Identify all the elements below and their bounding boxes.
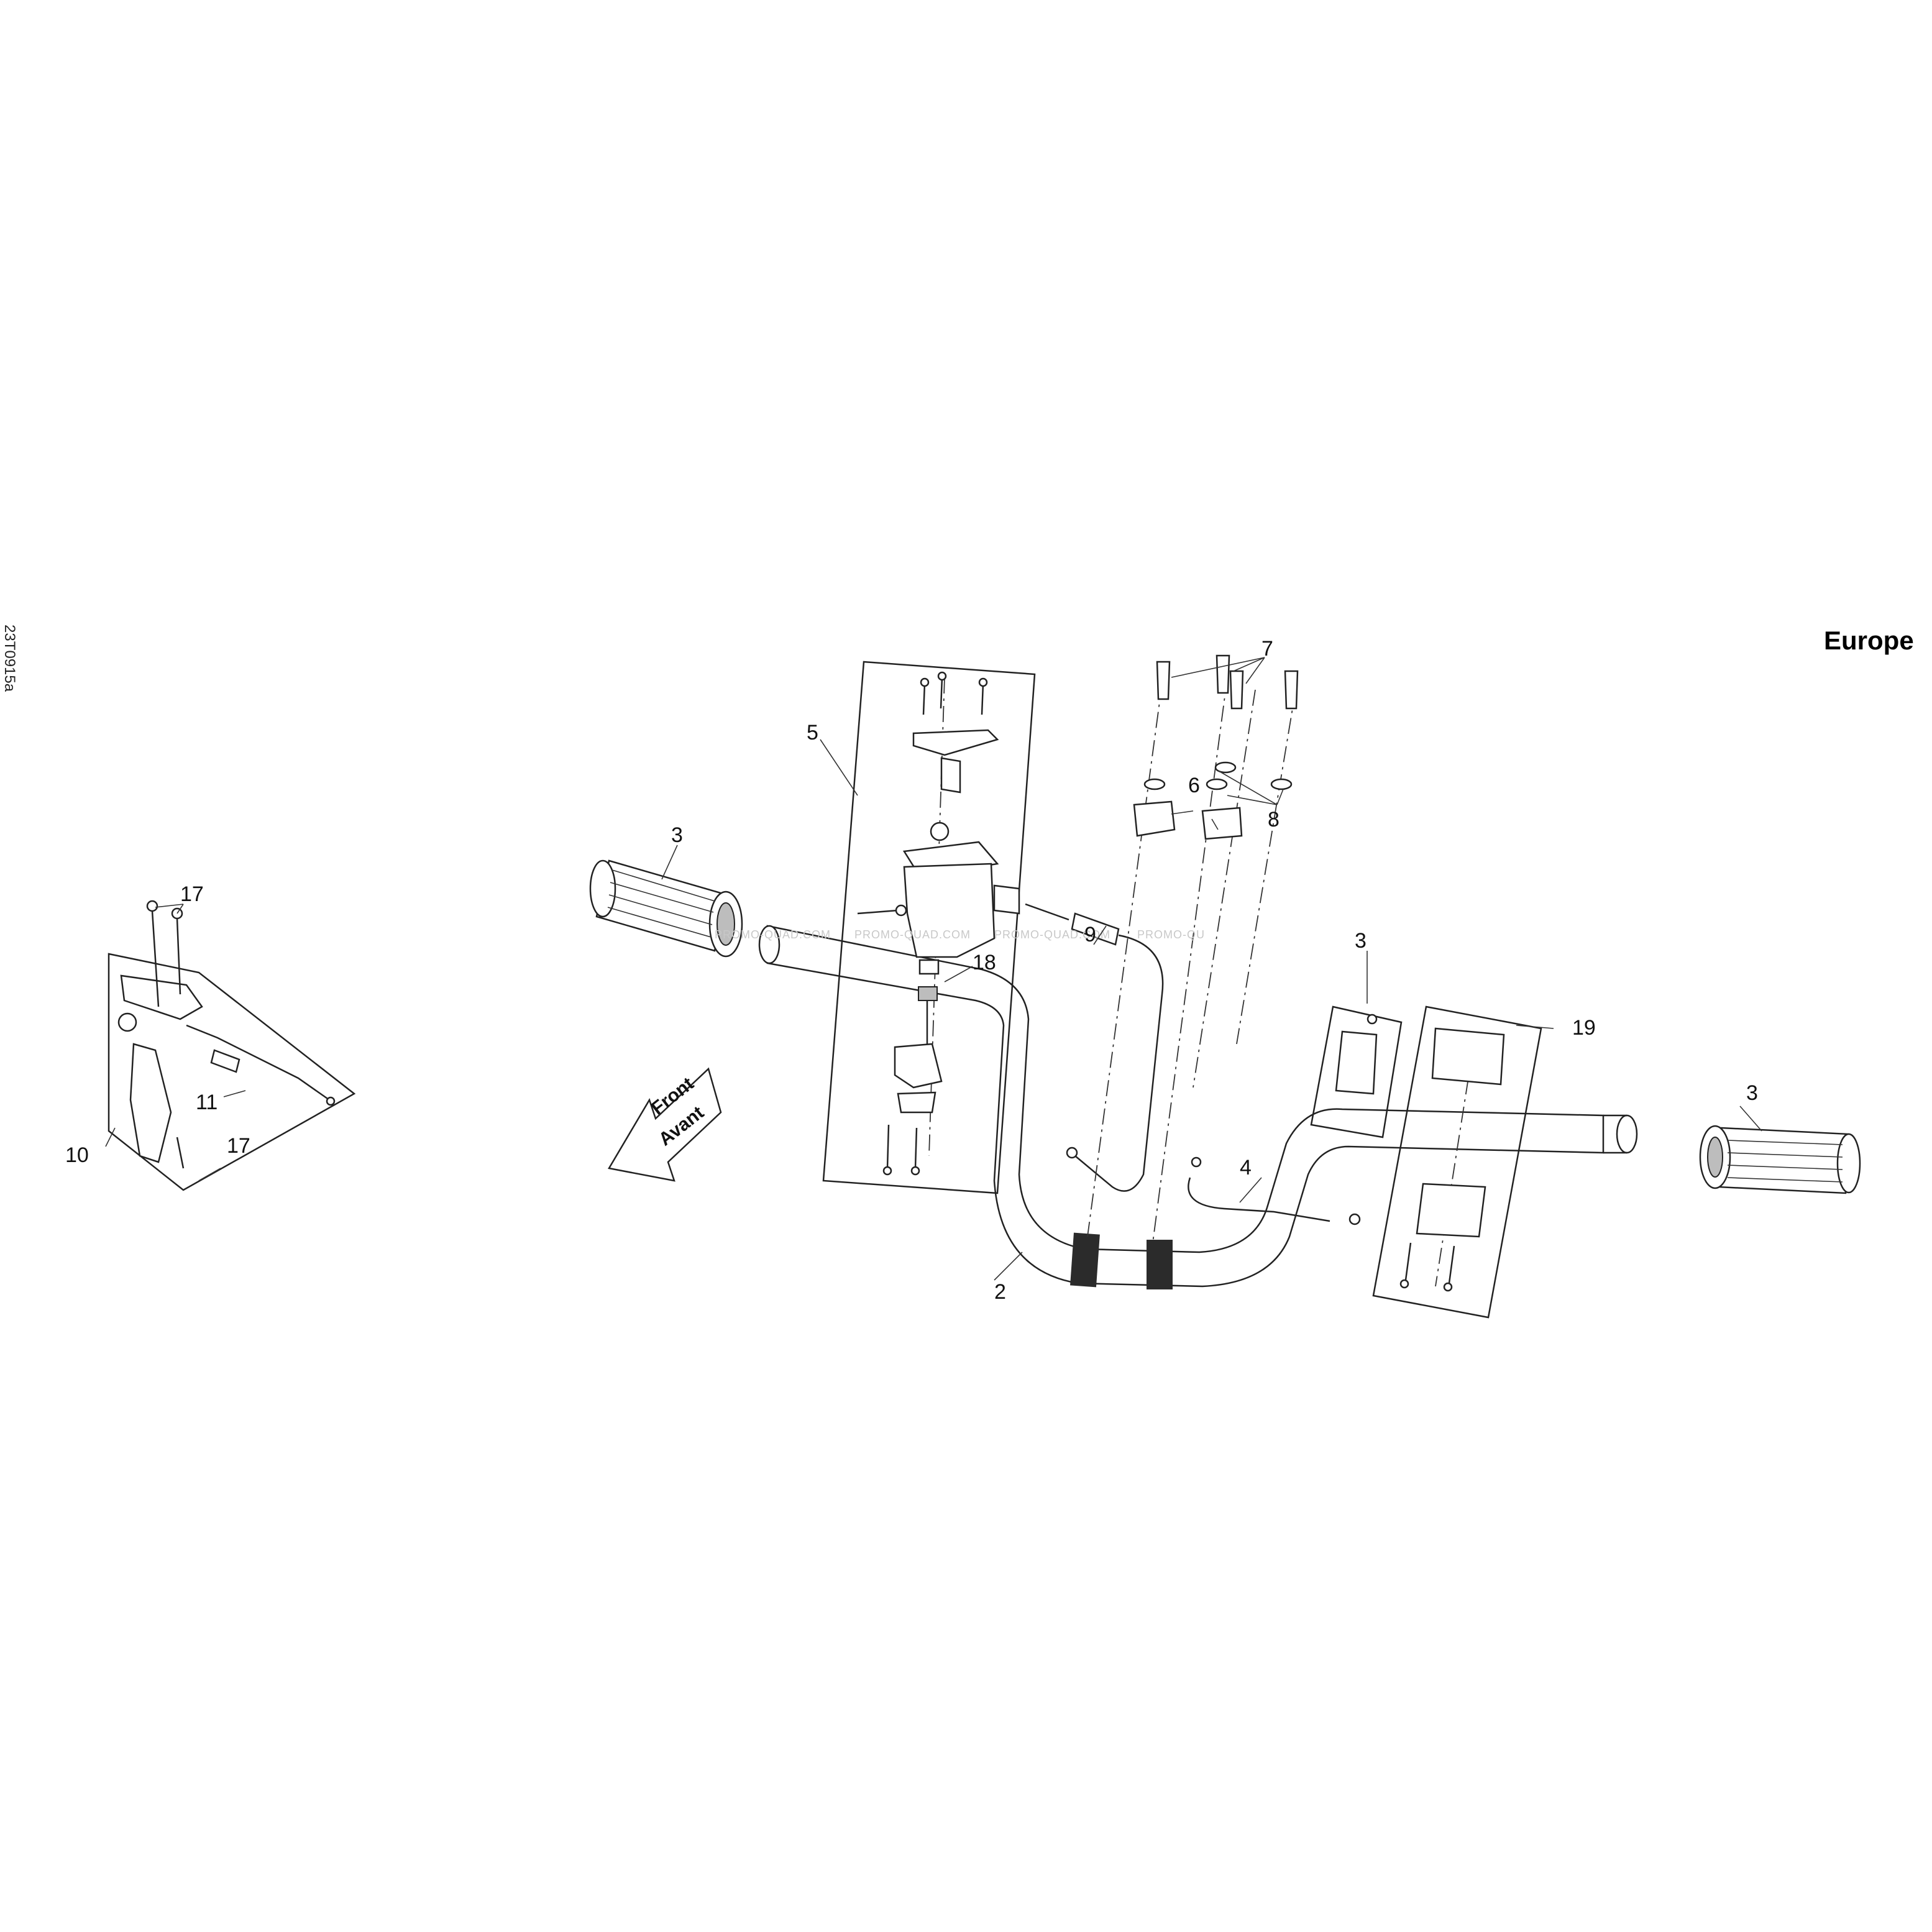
callout-numbers: 2 3 3 3 4 5 6 7 8 9 10 11 17 17 18 19: [65, 637, 1758, 1304]
handlebar-knurl-left: [1070, 1232, 1100, 1288]
callout-18: 18: [973, 951, 996, 974]
handlebar: [758, 925, 1638, 1289]
watermark-3: PROMO-QUAD.COM: [994, 928, 1110, 941]
callout-7: 7: [1261, 637, 1273, 661]
callout-10: 10: [65, 1143, 89, 1167]
callout-8: 8: [1268, 808, 1280, 831]
watermark-2: PROMO-QUAD.COM: [854, 928, 971, 941]
drawing-code: 23T0915a: [1, 625, 18, 692]
callout-3-switch: 3: [1355, 929, 1367, 953]
callout-2: 2: [994, 1280, 1006, 1304]
riser-clamps: [1087, 654, 1299, 1243]
callout-3-left-grip: 3: [671, 823, 683, 847]
callout-3-right-grip: 3: [1746, 1081, 1758, 1105]
switch-housing-assembly: [1188, 1005, 1542, 1319]
watermark-1: PROMO-QUAD.COM: [715, 928, 831, 941]
handlebar-knurl-right: [1147, 1240, 1173, 1289]
callout-4: 4: [1240, 1156, 1252, 1179]
callout-17-bottom: 17: [227, 1134, 250, 1158]
callout-17-top: 17: [180, 882, 204, 906]
callout-11: 11: [196, 1091, 217, 1114]
callout-5: 5: [807, 721, 818, 744]
callout-9: 9: [1084, 923, 1096, 946]
watermark-row: PROMO-QUAD.COM PROMO-QUAD.COM PROMO-QUAD…: [715, 928, 1205, 941]
callout-19: 19: [1572, 1016, 1596, 1040]
front-direction-arrow: Front Avant: [608, 1067, 722, 1182]
callout-leaders: [105, 657, 1762, 1281]
grip-right: [1699, 1125, 1861, 1194]
watermark-4: PROMO-QU: [1137, 928, 1205, 941]
grip-left: [589, 859, 743, 958]
throttle-assembly: [822, 661, 1164, 1194]
brake-lever-inset: [108, 900, 356, 1191]
region-label: Europe: [1824, 626, 1914, 655]
callout-6: 6: [1188, 774, 1200, 797]
